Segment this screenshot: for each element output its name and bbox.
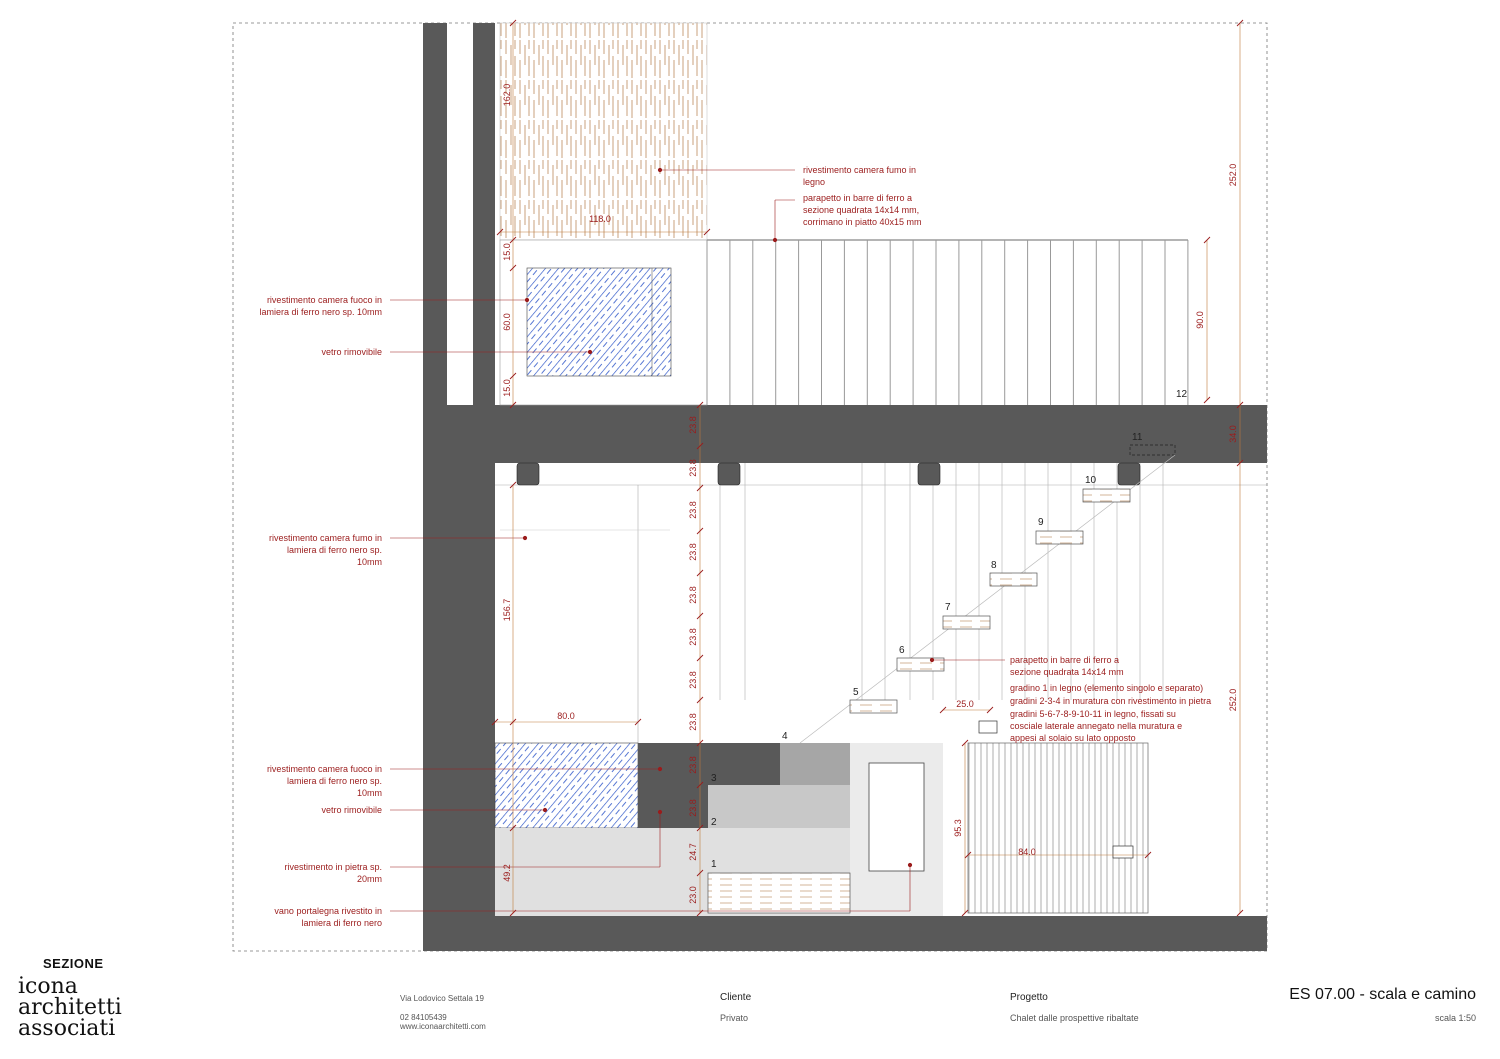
office-address: Via Lodovico Settala 19 [400, 994, 484, 1003]
wood-tread [1035, 530, 1084, 545]
wall-inner-upper [473, 23, 495, 405]
sheet-scale: scala 1:50 [1434, 1013, 1476, 1023]
outlet-icon [978, 720, 998, 734]
office-web: www.iconaarchitetti.com [400, 1022, 486, 1031]
radiator [967, 742, 1149, 914]
step-2-stone [708, 785, 850, 828]
firewood-door [868, 762, 925, 872]
label-upper-glass: vetro rimovibile [321, 347, 382, 357]
wood-tread [849, 699, 898, 714]
dim-23-0: 23.0 [688, 886, 698, 904]
wood-treads [849, 488, 1131, 714]
dim-riser: 23.8 [688, 543, 698, 561]
dim-25: 25.0 [956, 699, 974, 709]
step-number-2: 2 [711, 817, 717, 828]
stair-stringer [799, 454, 1176, 744]
wood-tread [1082, 488, 1131, 503]
wall-left-lower [423, 463, 495, 916]
outlet-icon [1112, 845, 1134, 859]
step-1-wood [707, 872, 851, 914]
wood-tread [989, 572, 1038, 587]
wood-cladding-smoke-chamber [499, 22, 708, 241]
step-number-12: 12 [1176, 389, 1188, 400]
dim-162: 162.0 [502, 84, 512, 107]
dim-24-7: 24.7 [688, 843, 698, 861]
upper-glass [526, 267, 672, 377]
dim-80: 80.0 [557, 711, 575, 721]
dim-riser: 23.8 [688, 501, 698, 519]
client-value: Privato [720, 1013, 749, 1023]
dim-60: 60.0 [502, 313, 512, 331]
wood-tread [942, 615, 991, 630]
dim-118: 118.0 [589, 214, 611, 224]
step-number-3: 3 [711, 773, 717, 784]
step-number-6: 6 [899, 645, 905, 656]
dim-riser: 23.8 [688, 416, 698, 434]
dim-34: 34.0 [1228, 425, 1238, 443]
beam [717, 462, 741, 486]
dim-49: 49.2 [502, 864, 512, 882]
slab-intermediate [423, 405, 1267, 463]
step-number-7: 7 [945, 602, 951, 613]
step-number-1: 1 [711, 859, 717, 870]
step-number-4: 4 [782, 731, 788, 742]
wall-left-upper [423, 23, 447, 405]
step-4-stone [780, 743, 850, 785]
dim-156: 156.7 [502, 599, 512, 622]
dim-riser: 23.8 [688, 799, 698, 817]
dim-252-upper: 252.0 [1228, 164, 1238, 187]
stair-notes: gradino 1 in legno (elemento singolo e s… [1010, 683, 1211, 743]
label-stone-cladding: rivestimento in pietra sp.20mm [284, 862, 382, 884]
office-phone: 02 84105439 [400, 1013, 447, 1022]
lower-glass [494, 742, 639, 829]
step-number-11: 11 [1132, 432, 1143, 443]
dim-riser: 23.8 [688, 459, 698, 477]
beam [917, 462, 941, 486]
beam [516, 462, 540, 486]
dim-95: 95.3 [953, 819, 963, 837]
dim-riser: 23.8 [688, 586, 698, 604]
project-label: Progetto [1010, 992, 1048, 1003]
project-value: Chalet dalle prospettive ribaltate [1010, 1013, 1139, 1023]
client-label: Cliente [720, 992, 752, 1003]
dim-252-lower: 252.0 [1228, 689, 1238, 712]
step-number-9: 9 [1038, 517, 1044, 528]
step-number-5: 5 [853, 687, 859, 698]
step-number-8: 8 [991, 560, 997, 571]
sheet-title: ES 07.00 - scala e camino [1289, 986, 1476, 1003]
dim-riser: 23.8 [688, 671, 698, 689]
dim-riser: 23.8 [688, 756, 698, 774]
dim-15-bottom: 15.0 [502, 379, 512, 397]
step-number-10: 10 [1085, 475, 1097, 486]
dim-riser: 23.8 [688, 628, 698, 646]
upper-railing [706, 239, 1189, 405]
dim-90: 90.0 [1195, 311, 1205, 329]
step-11-dashed [1129, 444, 1176, 456]
beam [1117, 462, 1141, 486]
slab-ground [423, 916, 1267, 951]
dim-riser: 23.8 [688, 713, 698, 731]
dim-15-top: 15.0 [502, 243, 512, 261]
label-lower-glass: vetro rimovibile [321, 805, 382, 815]
logo: icona architetti associati [18, 974, 122, 1041]
section-title: SEZIONE [43, 956, 104, 971]
dim-84: 84.0 [1018, 847, 1036, 857]
